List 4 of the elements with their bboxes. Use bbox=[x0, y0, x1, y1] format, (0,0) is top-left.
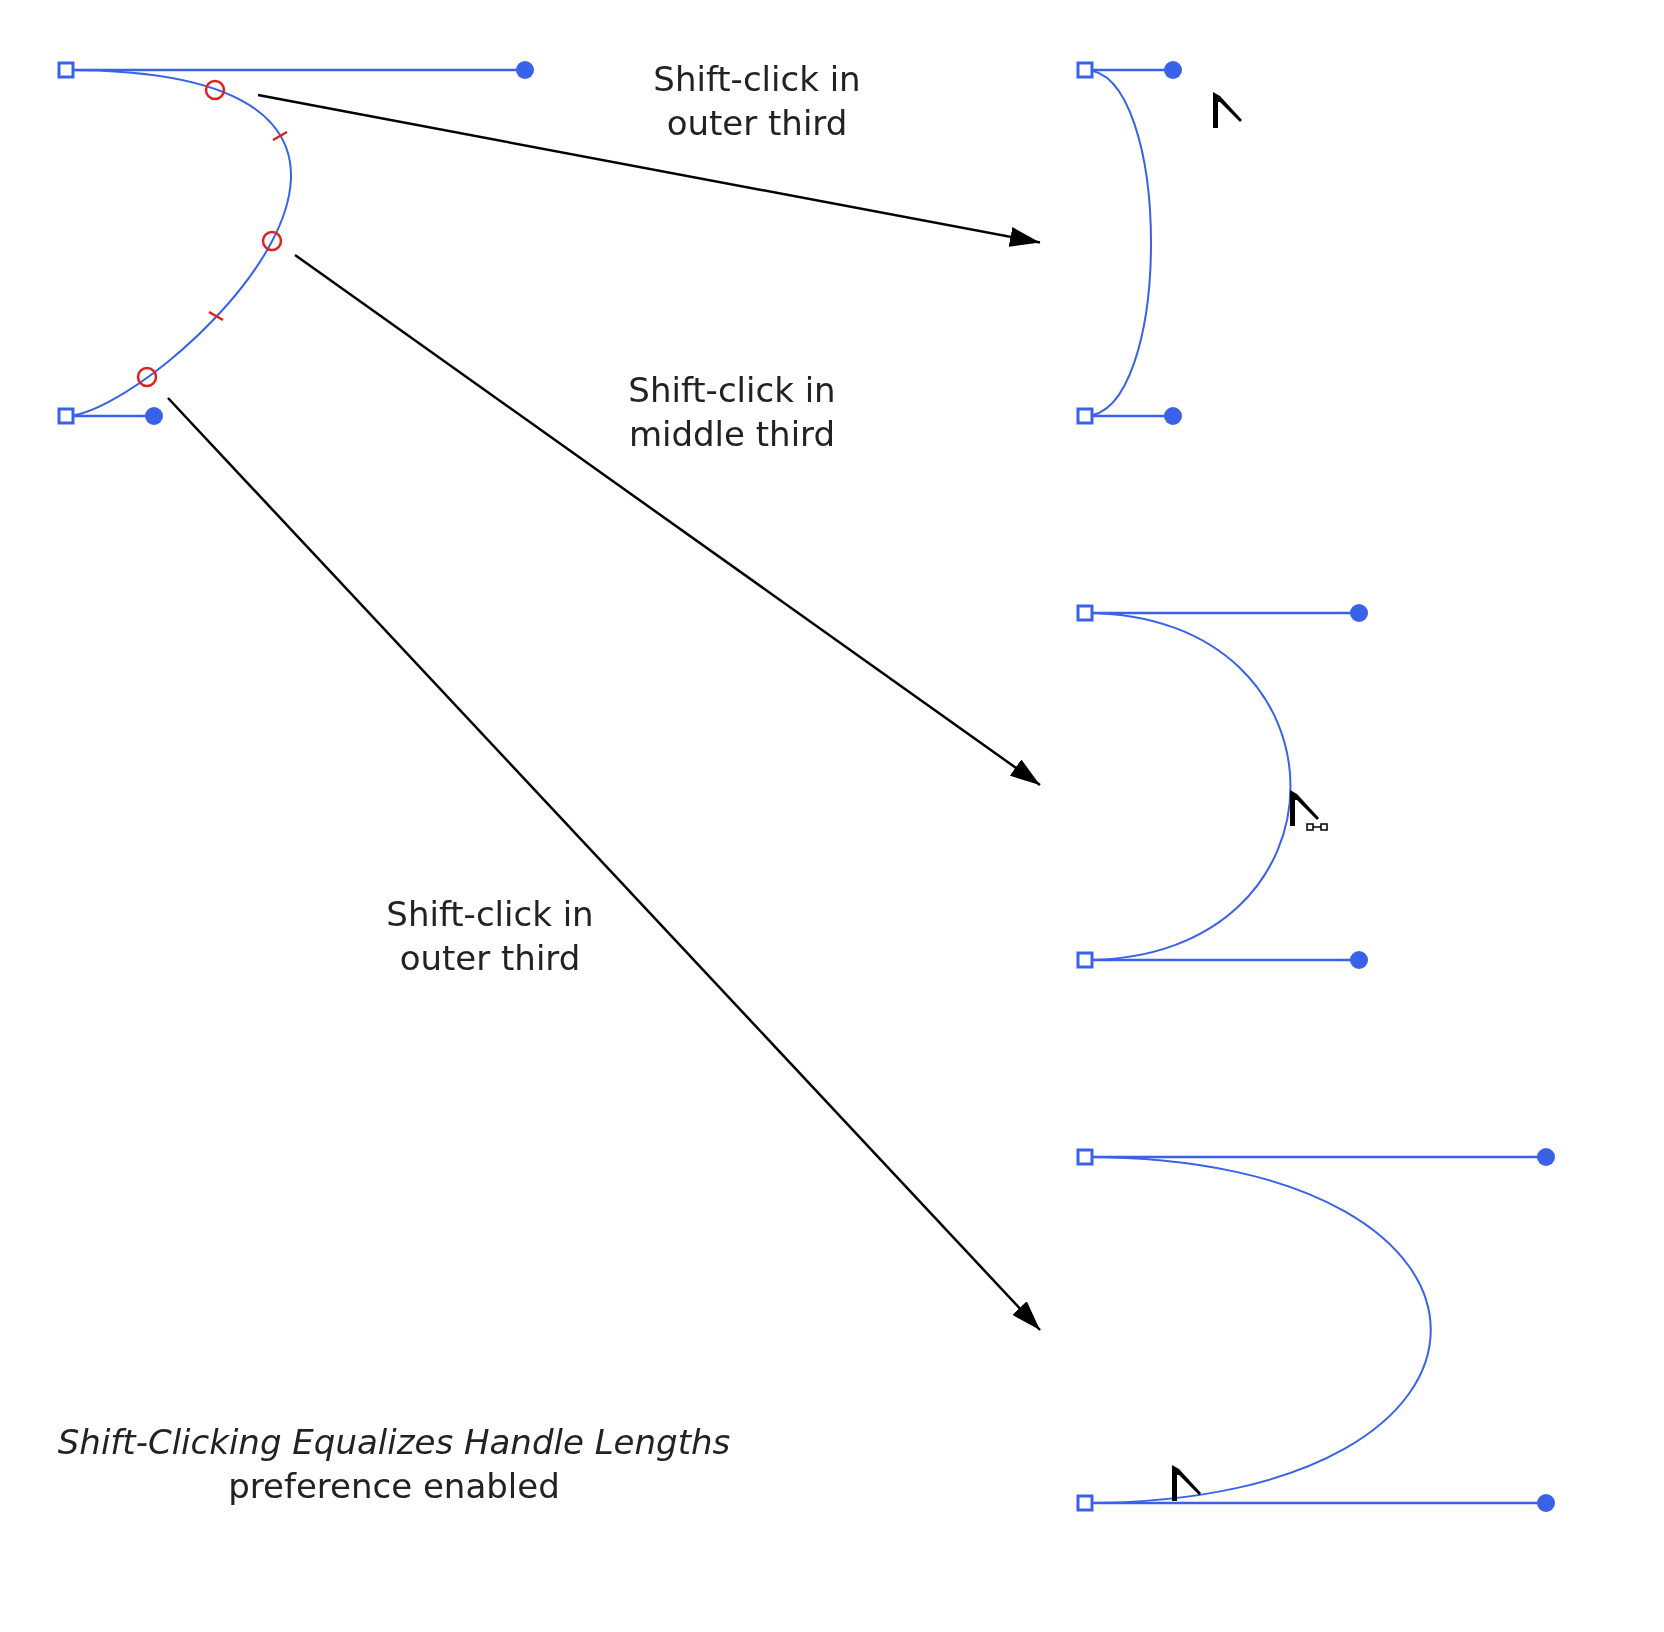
arrow bbox=[257, 93, 1041, 247]
caption: Shift-Clicking Equalizes Handle Lengths preference enabled bbox=[56, 1421, 732, 1509]
arrow bbox=[167, 397, 1041, 1331]
arrow bbox=[294, 254, 1041, 786]
